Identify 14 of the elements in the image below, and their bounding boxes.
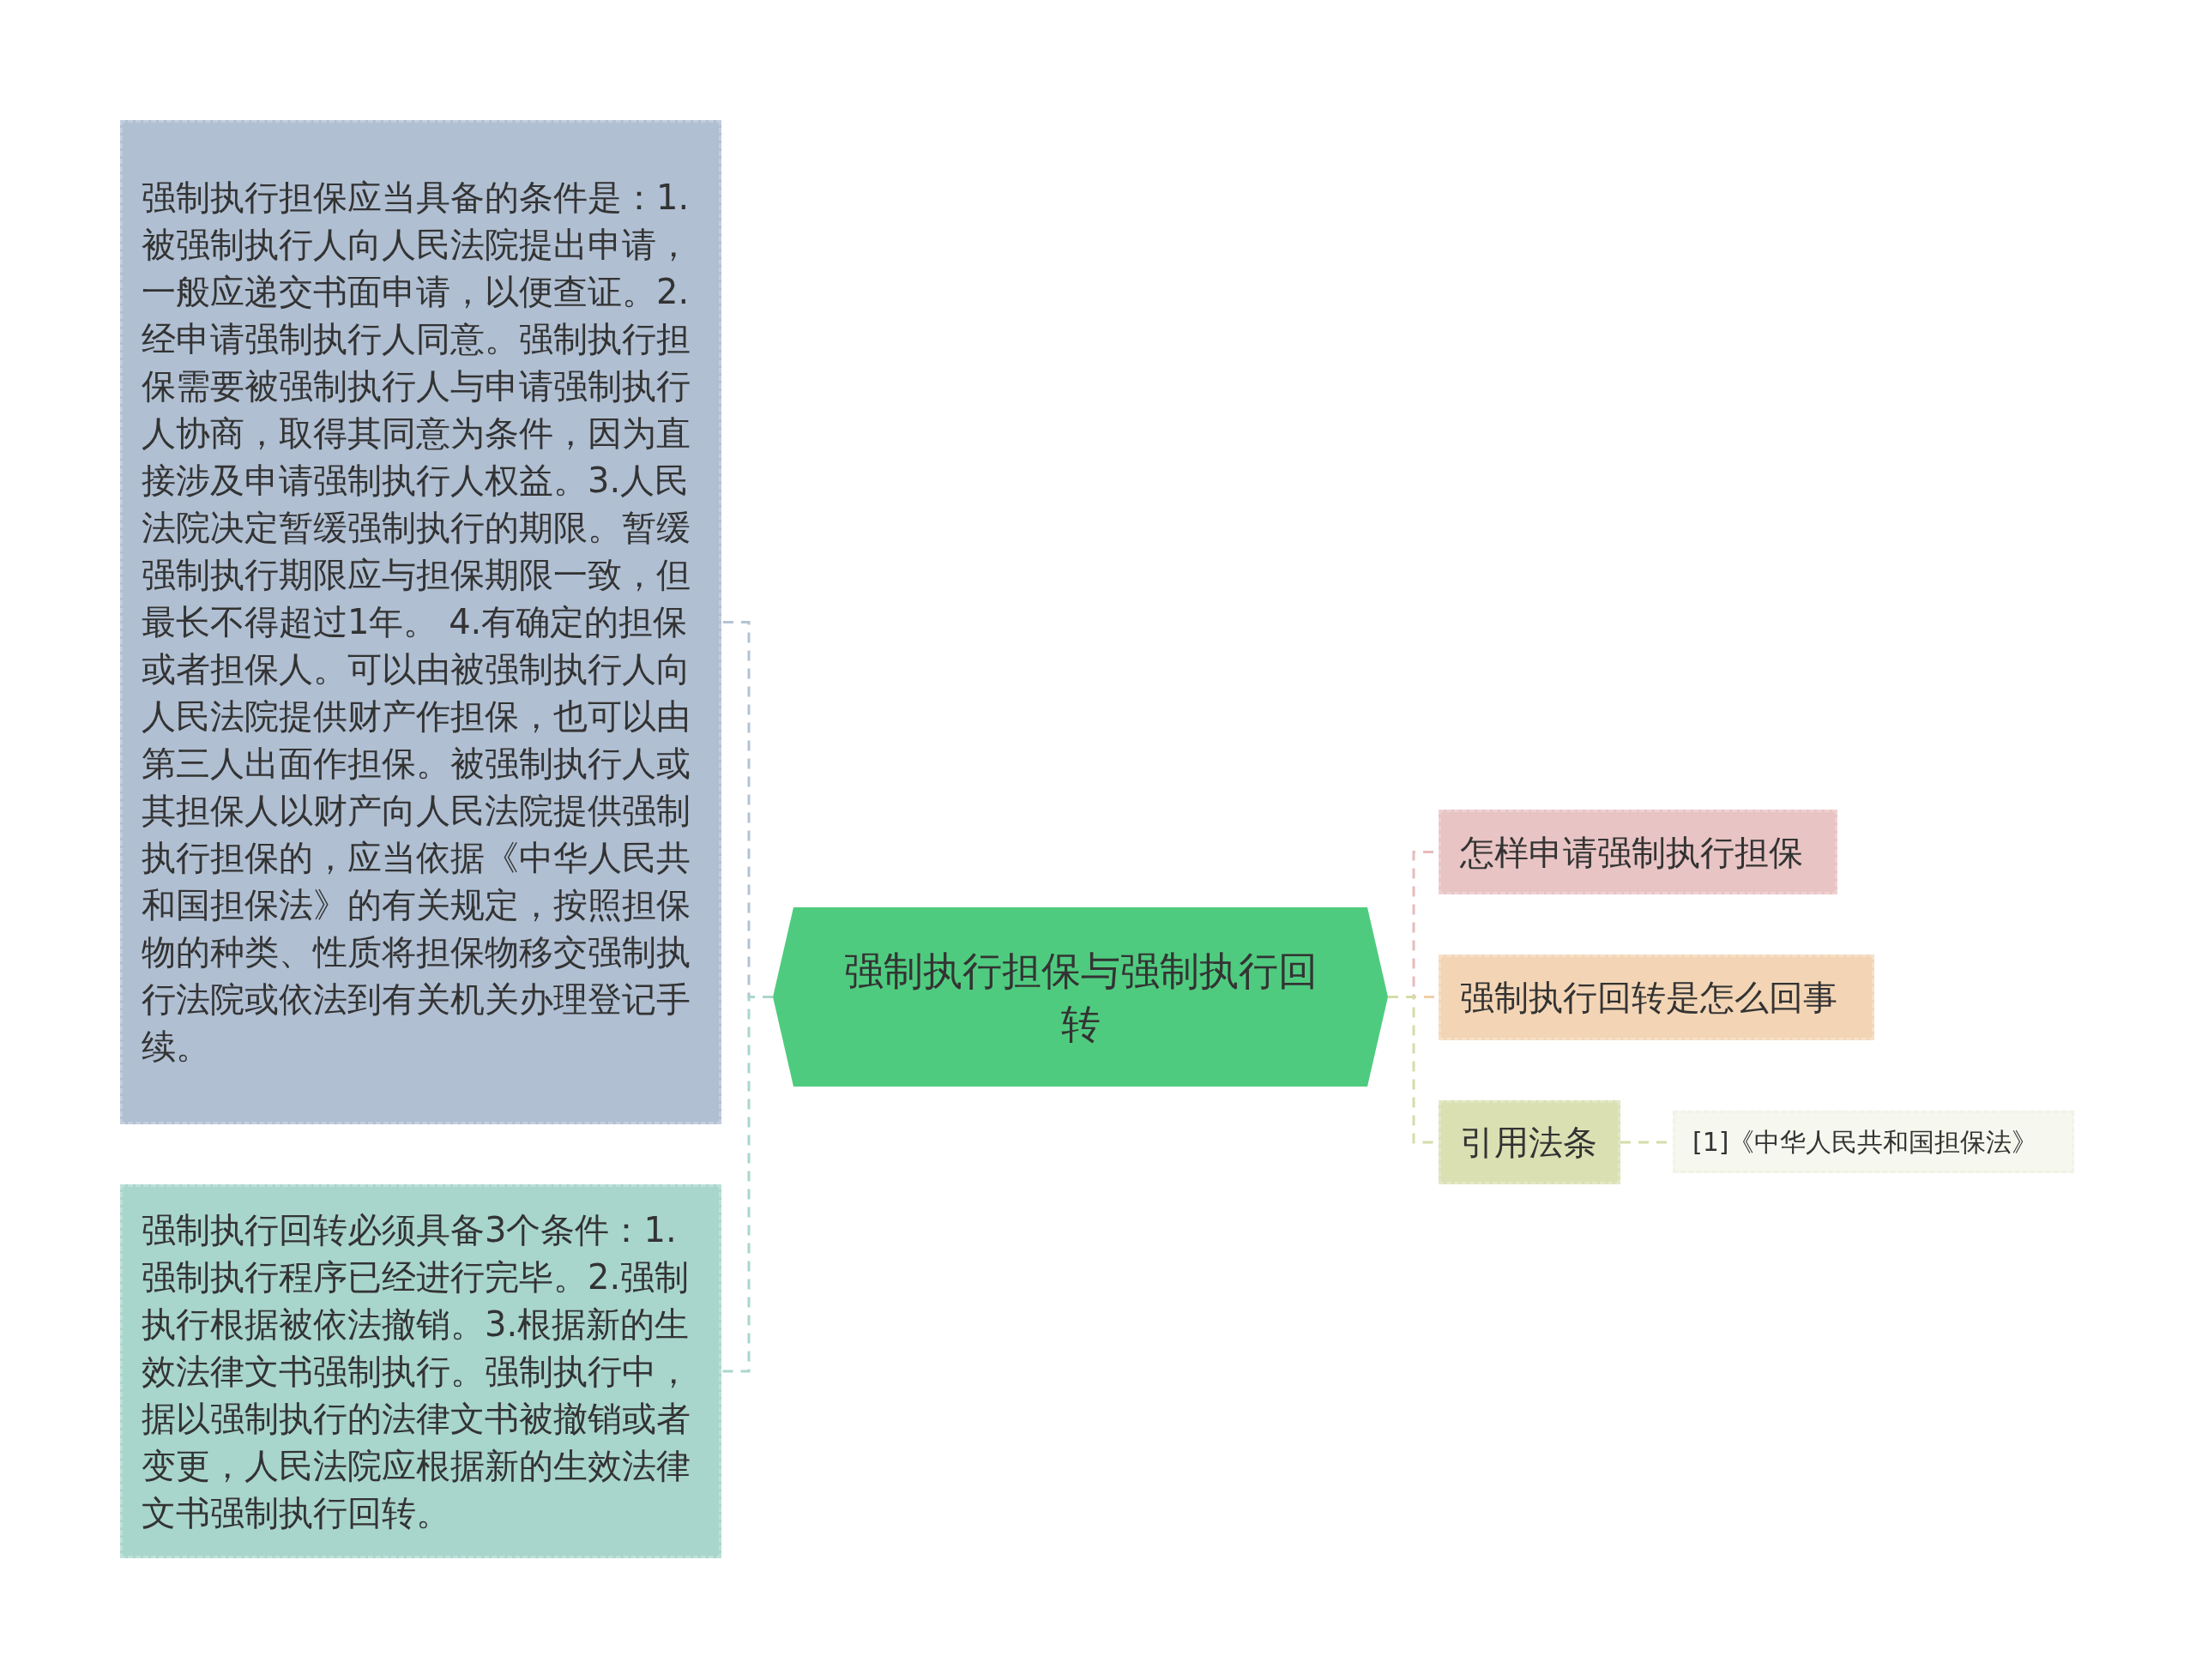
topic-box bbox=[1439, 1100, 1620, 1184]
node-text: [1]《中华人民共和国担保法》 bbox=[1692, 1125, 2038, 1159]
node-text: 怎样申请强制执行担保 bbox=[1460, 831, 1803, 874]
topic-box bbox=[1439, 954, 1874, 1040]
text-card bbox=[120, 1184, 721, 1558]
node-text: 强制执行回转是怎么回事 bbox=[1460, 977, 1837, 1019]
reference-box bbox=[1673, 1111, 2074, 1173]
topic-box bbox=[1439, 810, 1837, 894]
node-text: 强制执行担保与强制执行回转 bbox=[842, 946, 1318, 1049]
node-text: 引用法条 bbox=[1460, 1122, 1597, 1164]
connector-line bbox=[721, 996, 773, 1373]
text-card bbox=[120, 120, 721, 1124]
node-text: 强制执行担保应当具备的条件是：1.被强制执行人向人民法院提出申请，一般应递交书面申请，以便查证。2.经申请强制执行人同意。强制执行担保需要被强制执行人与申请强制执行人协商，取得其同意为条件，因为直接涉及申请强制执行人权益。3.人民法院决定暂缓强制执行的期限。暂缓强制执行期限应与担保期限一致，但最长不得超过1年。 4.有确定的担保或者担保人。可以由被强制执行人向人民法院提供财产作担保，也可以由第三人出面作担保。被强制执行人或其担保人以财产向人民法院提供强制执行担保的，应当依据《中华人民共和国担保法》的有关规定，按照担保物的种类、性质将担保物移交强制执行法院或依法到有关机关办理登记手续。 bbox=[142, 177, 691, 1068]
node-text: 强制执行回转必须具备3个条件：1.强制执行程序已经进行完毕。2.强制执行根据被依法撤销。3.根据新的生效法律文书强制执行。强制执行中，据以强制执行的法律文书被撤销或者变更，人民法院应根据新的生效法律文书强制执行回转。 bbox=[142, 1208, 691, 1534]
